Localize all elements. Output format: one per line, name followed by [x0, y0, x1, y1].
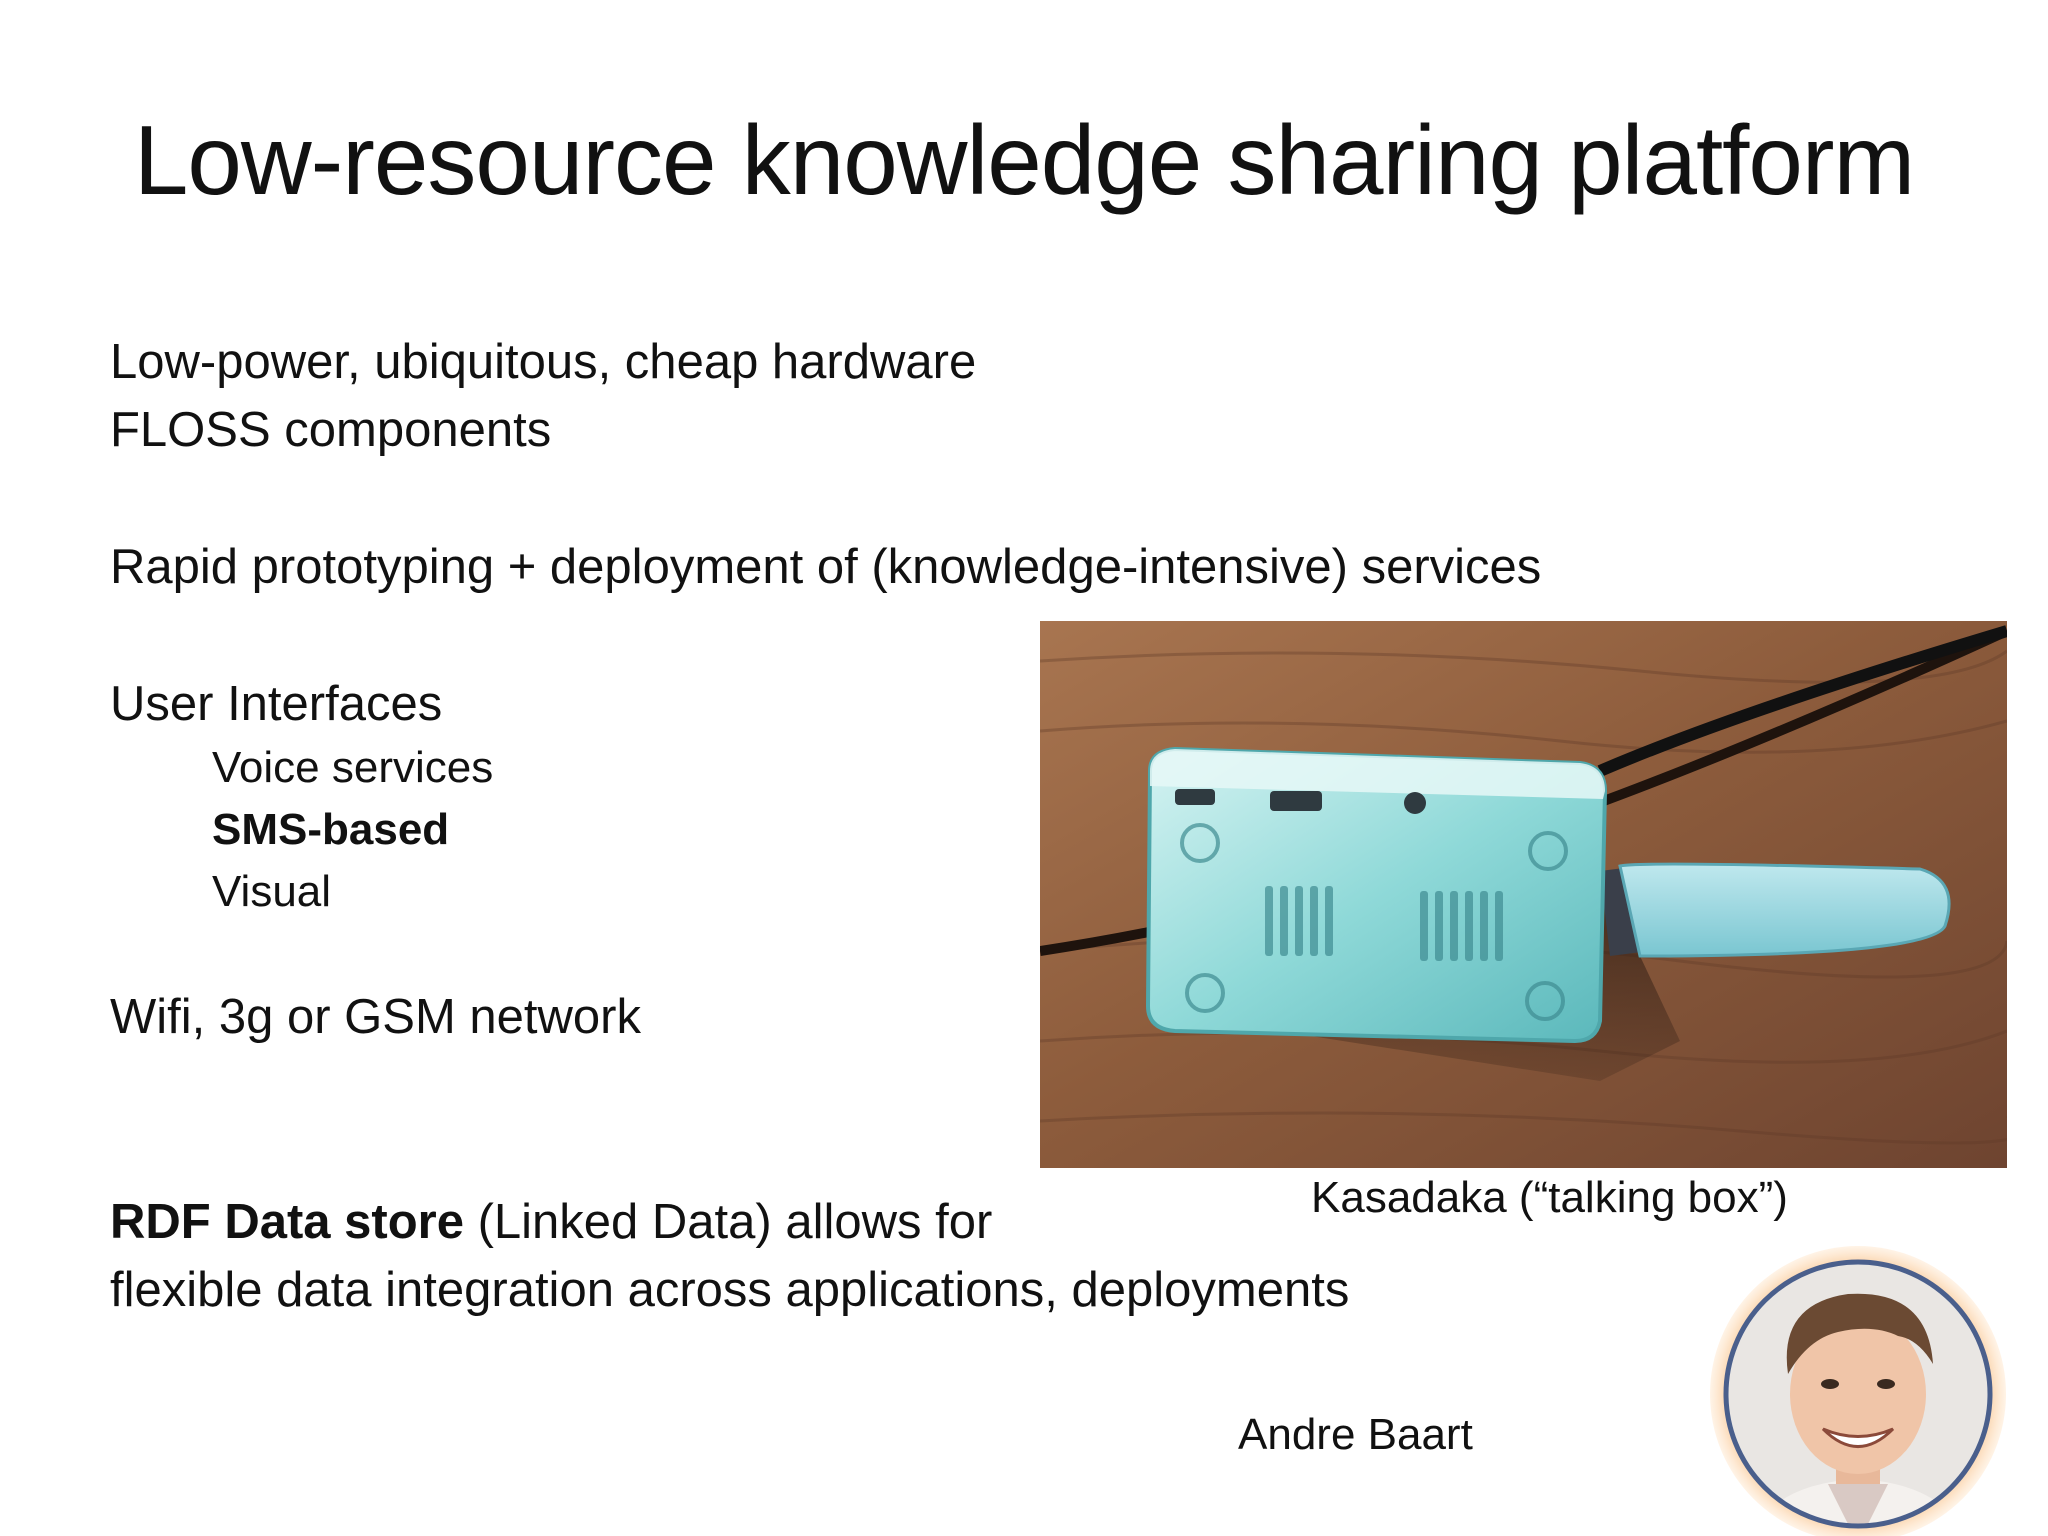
bullet-rdf-line2: flexible data integration across applica… — [110, 1263, 1350, 1317]
bullet-hardware: Low-power, ubiquitous, cheap hardware — [110, 335, 977, 389]
person-portrait-icon — [1710, 1246, 2006, 1536]
bullet-floss: FLOSS components — [110, 403, 552, 457]
rdf-rest-text: (Linked Data) allows for — [463, 1195, 993, 1249]
bullet-rdf: RDF Data store (Linked Data) allows for — [110, 1192, 992, 1252]
sub-bullet-sms: SMS-based — [212, 805, 450, 854]
bullet-network: Wifi, 3g or GSM network — [110, 990, 641, 1044]
portrait — [1708, 1244, 2008, 1536]
bullet-prototyping: Rapid prototyping + deployment of (knowl… — [110, 540, 1542, 594]
rdf-bold-label: RDF Data store — [110, 1195, 464, 1249]
device-photo — [1040, 621, 2007, 1168]
sub-bullet-visual: Visual — [212, 867, 332, 916]
photo-caption: Kasadaka (“talking box”) — [1311, 1173, 1788, 1222]
raspberry-pi-device-photo-icon — [1040, 621, 2007, 1168]
sub-bullet-voice: Voice services — [212, 743, 494, 792]
person-name: Andre Baart — [1238, 1410, 1473, 1459]
bullet-user-interfaces: User Interfaces — [110, 677, 443, 731]
slide-title: Low-resource knowledge sharing platform — [133, 105, 1915, 215]
